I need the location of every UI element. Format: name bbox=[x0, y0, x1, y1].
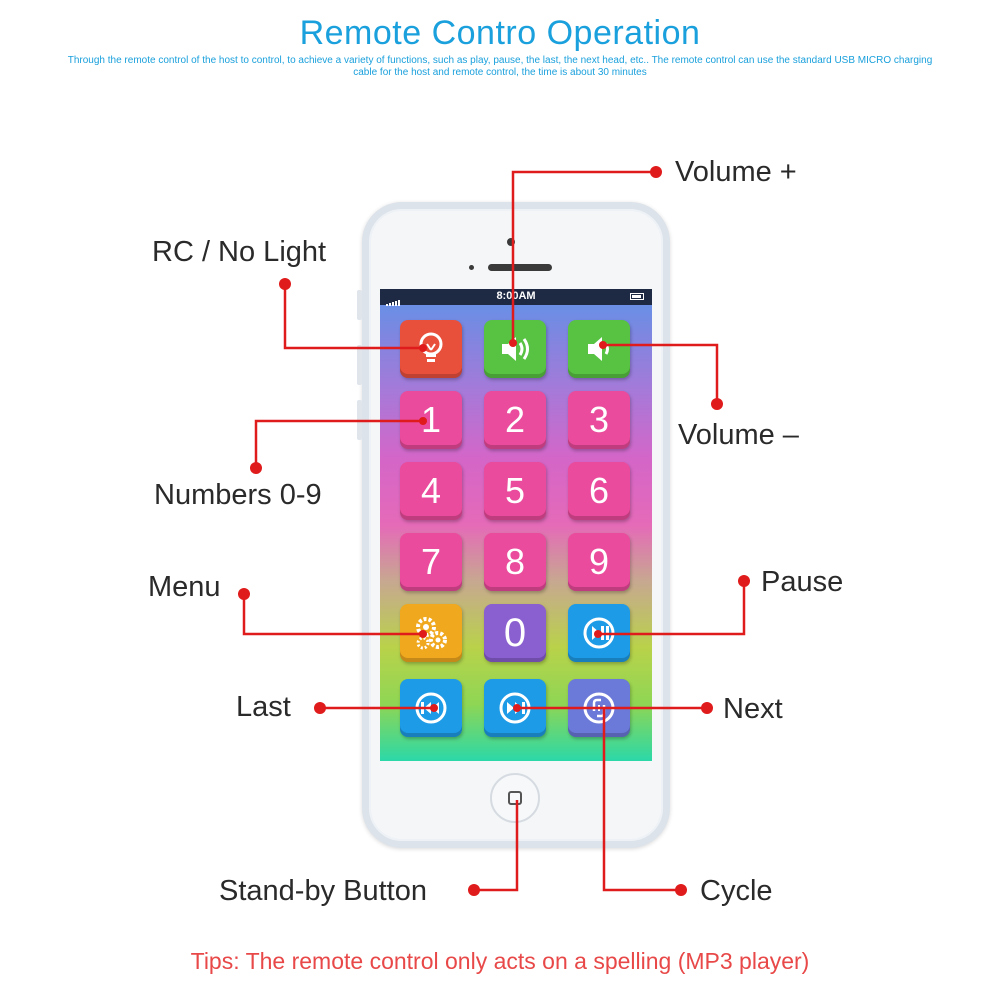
battery-icon bbox=[630, 293, 644, 300]
callout-cycle: Cycle bbox=[700, 875, 773, 907]
side-volume-up-button bbox=[357, 345, 362, 385]
callout-menu: Menu bbox=[148, 571, 221, 603]
pause-dot bbox=[738, 575, 750, 587]
status-time: 8:00AM bbox=[496, 290, 536, 302]
earpiece-speaker bbox=[488, 264, 552, 271]
key-4[interactable]: 4 bbox=[400, 462, 462, 520]
key-9[interactable]: 9 bbox=[568, 533, 630, 591]
lightbulb-icon bbox=[419, 332, 443, 362]
key-7[interactable]: 7 bbox=[400, 533, 462, 591]
key-2[interactable]: 2 bbox=[484, 391, 546, 449]
callout-volume-plus: Volume + bbox=[675, 156, 797, 188]
pause-line bbox=[598, 581, 746, 636]
last-dot bbox=[314, 702, 326, 714]
callout-last: Last bbox=[236, 691, 291, 723]
standby-dot bbox=[468, 884, 480, 896]
menu-line bbox=[242, 594, 423, 636]
page-title: Remote Contro Operation bbox=[299, 14, 701, 52]
volume-minus-line bbox=[603, 343, 719, 404]
key-8[interactable]: 8 bbox=[484, 533, 546, 591]
last-anchor bbox=[430, 704, 438, 712]
volume-minus-anchor bbox=[599, 341, 607, 349]
menu-dot bbox=[238, 588, 250, 600]
volume-plus-anchor bbox=[509, 339, 517, 347]
menu-anchor bbox=[419, 630, 427, 638]
next-dot bbox=[701, 702, 713, 714]
cycle-line bbox=[602, 708, 681, 892]
numbers-line bbox=[254, 419, 423, 468]
rc-no-light-line bbox=[283, 284, 423, 350]
callout-numbers: Numbers 0-9 bbox=[154, 479, 322, 511]
numbers-anchor bbox=[419, 417, 427, 425]
numbers-dot bbox=[250, 462, 262, 474]
key-5[interactable]: 5 bbox=[484, 462, 546, 520]
key-6[interactable]: 6 bbox=[568, 462, 630, 520]
pause-anchor bbox=[594, 630, 602, 638]
footer-tips: Tips: The remote control only acts on a … bbox=[190, 948, 810, 974]
key-0[interactable]: 0 bbox=[484, 604, 546, 662]
home-square-icon bbox=[508, 791, 522, 805]
status-bar: 8:00AM bbox=[380, 289, 652, 306]
home-button[interactable] bbox=[490, 773, 540, 823]
callout-rc-no-light: RC / No Light bbox=[152, 236, 327, 268]
callout-next: Next bbox=[723, 693, 783, 725]
page-subtitle: Through the remote control of the host t… bbox=[67, 55, 933, 78]
callout-volume-minus: Volume – bbox=[678, 419, 799, 451]
mute-switch bbox=[357, 290, 362, 320]
callout-pause: Pause bbox=[761, 566, 844, 598]
signal-icon bbox=[386, 294, 401, 306]
volume-minus-dot bbox=[711, 398, 723, 410]
volume-plus-dot bbox=[650, 166, 662, 178]
next-anchor bbox=[513, 704, 521, 712]
proximity-sensor bbox=[469, 265, 474, 270]
volume-plus-line bbox=[511, 170, 656, 343]
standby-line bbox=[474, 800, 519, 892]
rc-no-light-anchor bbox=[419, 344, 427, 352]
rc-no-light-dot bbox=[279, 278, 291, 290]
cycle-dot bbox=[675, 884, 687, 896]
key-3[interactable]: 3 bbox=[568, 391, 630, 449]
front-camera bbox=[507, 238, 515, 246]
callout-standby: Stand-by Button bbox=[219, 875, 427, 907]
